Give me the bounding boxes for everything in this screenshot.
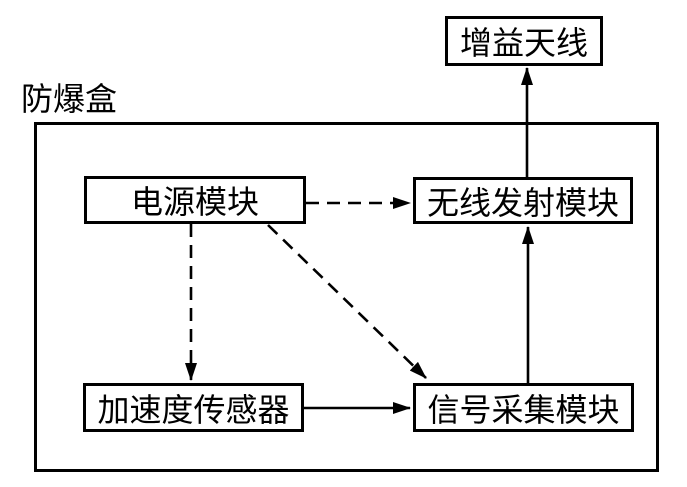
- explosion-proof-box-label: 防爆盒: [21, 81, 118, 117]
- node-wireless-transmitter-module: 无线发射模块: [413, 177, 633, 224]
- node-acceleration-sensor: 加速度传感器: [83, 383, 304, 432]
- node-power-module: 电源模块: [84, 176, 306, 224]
- node-gain-antenna: 增益天线: [445, 16, 603, 66]
- explosion-proof-box-outline: [34, 122, 659, 472]
- node-signal-acquisition-module: 信号采集模块: [413, 383, 634, 432]
